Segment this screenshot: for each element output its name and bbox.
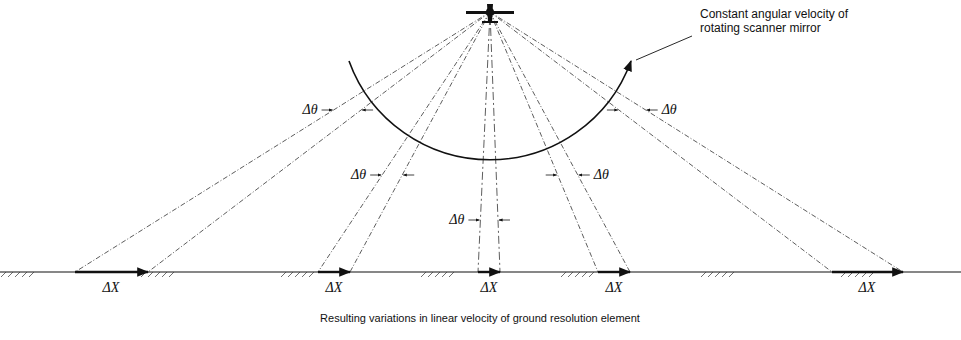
ground-hatch (162, 272, 167, 277)
mirror-rotation-arc (349, 61, 631, 160)
ground-hatch (281, 272, 286, 277)
callout-label: Constant angular velocity of rotating sc… (700, 8, 860, 36)
ground-hatch (442, 272, 447, 277)
angle-tick (370, 175, 381, 176)
scan-ray (478, 12, 490, 272)
distance-label: ΔX (326, 280, 343, 296)
leader-line (636, 36, 692, 60)
ground-element-arrow (832, 271, 903, 273)
angle-tick (362, 110, 373, 111)
caption: Resulting variations in linear velocity … (320, 312, 640, 325)
ground-hatch (148, 272, 153, 277)
ground-hatch (589, 272, 594, 277)
ground-element-arrow (478, 271, 500, 273)
angle-label: Δθ (449, 212, 464, 228)
angle-markers (322, 110, 658, 220)
angle-tick (546, 175, 557, 176)
distance-label: ΔX (859, 280, 876, 296)
aircraft-symbol (466, 4, 514, 23)
ground-hatch (302, 272, 307, 277)
scan-ray (490, 12, 832, 272)
scan-ray (490, 12, 903, 272)
ground-hatch (722, 272, 727, 277)
ground-hatch (575, 272, 580, 277)
ground-hatch (169, 272, 174, 277)
angle-label: Δθ (594, 167, 609, 183)
ground-hatch (561, 272, 566, 277)
ground-hatch (435, 272, 440, 277)
ground-surface (0, 271, 961, 272)
angle-tick (322, 110, 333, 111)
distance-label: ΔX (606, 280, 623, 296)
distance-label: ΔX (481, 280, 498, 296)
scan-ray (490, 12, 598, 272)
angle-tick (468, 220, 479, 221)
angle-tick (607, 110, 618, 111)
angle-label: Δθ (351, 167, 366, 183)
ground-line (0, 272, 961, 277)
angle-tick (499, 220, 510, 221)
scan-rays (75, 12, 903, 272)
ground-element-arrow (75, 271, 148, 273)
ground-hatch (582, 272, 587, 277)
ground-hatch (701, 272, 706, 277)
angle-tick (647, 110, 658, 111)
distance-label: ΔX (103, 280, 120, 296)
scan-ray (148, 12, 490, 272)
ground-hatch (449, 272, 454, 277)
angle-label: Δθ (302, 102, 317, 118)
ground-element-arrow (598, 271, 630, 273)
ground-hatch (708, 272, 713, 277)
ground-hatch (295, 272, 300, 277)
ground-hatch (421, 272, 426, 277)
ground-hatch (568, 272, 573, 277)
ground-element-arrow (318, 271, 350, 273)
ground-hatch (309, 272, 314, 277)
angle-tick (403, 175, 414, 176)
angle-tick (579, 175, 590, 176)
ground-hatch (1, 272, 6, 277)
scan-ray (490, 12, 500, 272)
angle-label: Δθ (662, 102, 677, 118)
ground-hatch (8, 272, 13, 277)
scan-ray (75, 12, 490, 272)
ground-hatch (22, 272, 27, 277)
ground-hatch (29, 272, 34, 277)
ground-hatch (729, 272, 734, 277)
ground-hatch (288, 272, 293, 277)
ground-hatch (715, 272, 720, 277)
ground-hatch (155, 272, 160, 277)
scan-ray (318, 12, 490, 272)
ground-hatch (428, 272, 433, 277)
ground-hatch (15, 272, 20, 277)
